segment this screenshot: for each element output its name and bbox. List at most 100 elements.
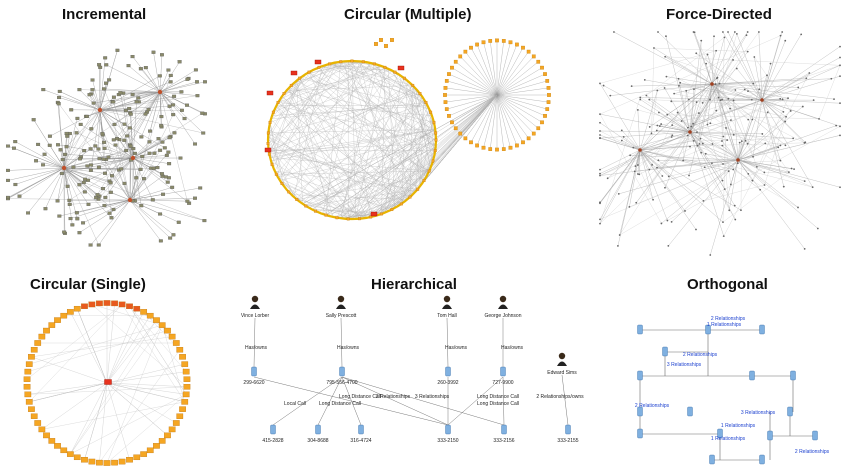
edge — [267, 73, 306, 141]
graph-node — [665, 35, 667, 38]
edge — [63, 79, 110, 169]
graph-node — [752, 155, 754, 158]
hub-node — [397, 65, 405, 71]
graph-node — [47, 143, 52, 147]
graph-node — [383, 65, 387, 69]
graph-node — [700, 151, 703, 154]
edge — [63, 167, 89, 205]
ring-node — [146, 312, 154, 319]
edge — [661, 123, 691, 133]
graph-node — [185, 77, 190, 81]
edge — [277, 177, 368, 218]
graph-node — [43, 207, 48, 211]
edge — [91, 93, 101, 111]
graph-node — [753, 56, 756, 58]
edge — [599, 114, 662, 224]
edge — [599, 149, 641, 170]
edge — [623, 136, 641, 151]
edge — [610, 83, 713, 96]
edge — [293, 196, 353, 220]
graph-node — [721, 144, 724, 147]
edge — [63, 133, 71, 169]
edge — [267, 76, 303, 137]
hub-node — [760, 98, 764, 102]
ring-node — [179, 406, 186, 412]
edge-label: 1 Relationships — [721, 423, 756, 429]
edge — [401, 122, 435, 204]
graph-node — [714, 83, 717, 85]
graph-node — [488, 147, 493, 151]
graph-node — [664, 55, 667, 58]
graph-node — [656, 166, 658, 169]
edge — [704, 167, 736, 220]
graph-node — [546, 100, 551, 104]
edge — [326, 64, 392, 71]
phone-label: 727-9900 — [492, 380, 513, 386]
edge — [599, 50, 717, 84]
graph-node — [67, 198, 72, 202]
graph-node — [424, 101, 428, 105]
edge — [270, 129, 436, 158]
graph-node — [723, 36, 726, 39]
graph-node — [171, 113, 176, 117]
edge — [649, 112, 678, 170]
graph-node — [784, 39, 787, 42]
graph-node — [606, 177, 609, 180]
edge — [99, 109, 146, 115]
graph-node — [721, 31, 724, 33]
graph-node — [839, 186, 841, 189]
edge — [355, 122, 435, 220]
graph-node — [179, 90, 184, 94]
graph-node — [715, 109, 718, 112]
edge — [761, 63, 771, 101]
ring-node — [179, 354, 186, 360]
edge — [130, 114, 134, 159]
edge — [132, 56, 161, 93]
edge — [274, 170, 392, 210]
graph-node — [124, 108, 128, 113]
edge — [737, 159, 818, 229]
edge — [711, 31, 735, 85]
graph-node — [369, 215, 373, 219]
edge — [57, 144, 134, 159]
edge — [629, 145, 781, 207]
edge — [70, 199, 131, 219]
edge — [476, 44, 498, 96]
graph-node — [536, 59, 541, 64]
edge — [639, 149, 705, 168]
graph-node — [700, 39, 703, 42]
edge — [496, 94, 529, 139]
edge — [312, 129, 436, 210]
graph-node — [744, 139, 747, 142]
edge — [279, 180, 356, 220]
edge — [710, 33, 737, 124]
edge — [423, 147, 436, 181]
ring-node — [183, 376, 191, 382]
graph-node — [100, 132, 105, 136]
graph-node — [781, 98, 784, 101]
edge — [678, 78, 691, 133]
graph-node — [101, 87, 106, 91]
edge — [630, 155, 739, 161]
edge — [69, 199, 131, 205]
edge — [737, 89, 760, 161]
edge — [496, 61, 539, 96]
edge — [293, 82, 360, 219]
edge — [41, 382, 108, 430]
edge — [268, 90, 418, 151]
graph-node — [690, 125, 693, 128]
ring-node — [25, 399, 33, 405]
edge — [603, 85, 691, 133]
edge — [671, 131, 691, 138]
graph-node — [787, 171, 790, 174]
edge-label: Long Distance Call — [477, 401, 519, 407]
edge — [333, 62, 436, 148]
edge — [723, 163, 813, 188]
graph-node — [648, 168, 651, 171]
ring-node — [30, 347, 38, 353]
hub-node — [266, 90, 274, 96]
edge — [671, 159, 739, 222]
edge — [348, 94, 498, 220]
graph-node — [26, 211, 31, 215]
graph-node — [839, 125, 841, 128]
